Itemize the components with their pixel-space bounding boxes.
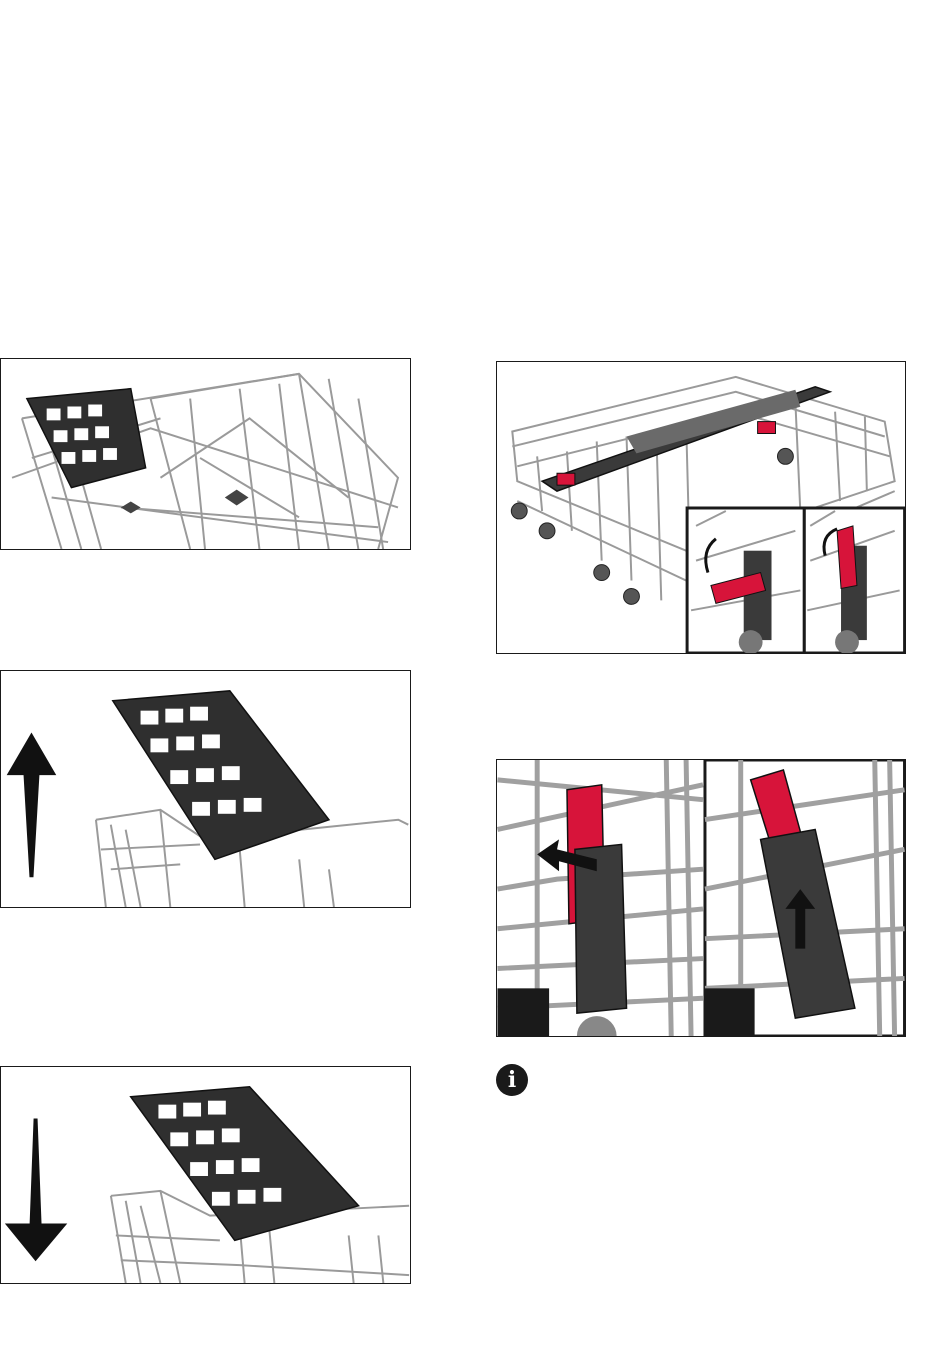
figure-cutlery-tray-lower-down bbox=[0, 1066, 411, 1284]
inset-lever-closed bbox=[804, 508, 904, 653]
info-icon: i bbox=[496, 1064, 528, 1096]
figure-cutlery-tray-lift-up bbox=[0, 670, 411, 908]
step-tag-left bbox=[497, 988, 549, 1036]
red-lever-illustration bbox=[497, 760, 905, 1036]
upper-basket-illustration bbox=[497, 362, 905, 653]
figure-cutlery-tray-in-basket bbox=[0, 358, 411, 550]
step-tag-right bbox=[705, 988, 755, 1036]
arrow-up-icon bbox=[7, 732, 57, 877]
inset-lever-open bbox=[687, 508, 804, 653]
lower-tray-illustration bbox=[1, 1067, 410, 1283]
figure-red-lever-adjustment bbox=[496, 759, 906, 1037]
figure-upper-basket-red-clips bbox=[496, 361, 906, 654]
basket-tray-illustration bbox=[1, 359, 410, 549]
lift-tray-illustration bbox=[1, 671, 410, 907]
arrow-down-icon bbox=[5, 1119, 67, 1262]
